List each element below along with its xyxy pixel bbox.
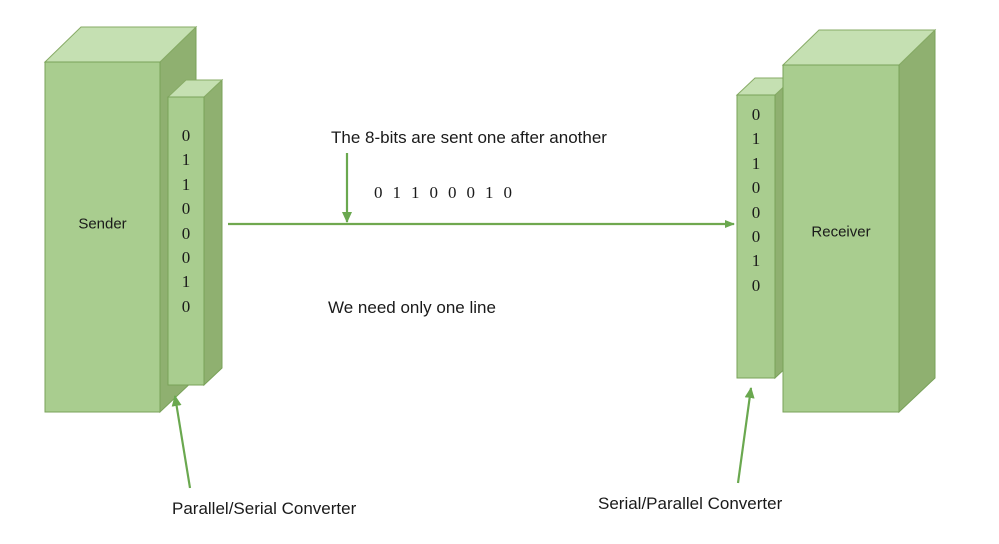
receiver-bit: 0 [751, 105, 761, 124]
sender-bit: 0 [181, 248, 191, 268]
sender-converter-bar[interactable] [166, 78, 224, 387]
receiver-box[interactable] [781, 28, 937, 414]
sender-bit: 0 [181, 223, 191, 243]
receiver-bit: 1 [751, 129, 761, 149]
channel-note-bottom: We need only one line [328, 298, 496, 317]
sender-bit-column: 0 1 1 0 0 0 1 0 [168, 124, 204, 319]
sender-label: Sender [78, 215, 127, 233]
receiver-bit: 0 [751, 227, 761, 247]
receiver-bit-column: 0 1 1 0 0 0 1 0 [737, 103, 775, 298]
channel-note-top: The 8-bits are sent one after another [331, 128, 607, 147]
sender-bit: 0 [181, 126, 191, 145]
channel-bitstream: 0 1 1 0 0 0 1 0 [374, 183, 513, 202]
receiver-bit: 1 [751, 153, 761, 173]
sender-bit: 0 [181, 296, 191, 316]
sender-bar-front-face [167, 96, 205, 386]
receiver-box-side-face [898, 28, 936, 414]
parallel-serial-caption-arrow [171, 395, 192, 489]
parallel-serial-converter-caption: Parallel/Serial Converter [172, 499, 357, 518]
receiver-bit: 1 [751, 251, 761, 271]
receiver-bit: 0 [751, 202, 761, 222]
serial-parallel-converter-caption: Serial/Parallel Converter [598, 494, 783, 513]
receiver-bit: 0 [751, 178, 761, 198]
sender-bar-side-face [203, 78, 223, 387]
sender-bit: 0 [181, 199, 191, 219]
sender-box-front-face [44, 61, 161, 413]
sender-bit: 1 [181, 174, 191, 194]
receiver-bar-front-face [736, 94, 776, 379]
receiver-bit: 0 [751, 275, 761, 295]
sender-bit: 1 [181, 150, 191, 170]
receiver-label: Receiver [811, 223, 871, 241]
sender-bit: 1 [181, 272, 191, 292]
serial-parallel-caption-arrow [736, 387, 755, 484]
receiver-box-front-face [782, 64, 900, 413]
